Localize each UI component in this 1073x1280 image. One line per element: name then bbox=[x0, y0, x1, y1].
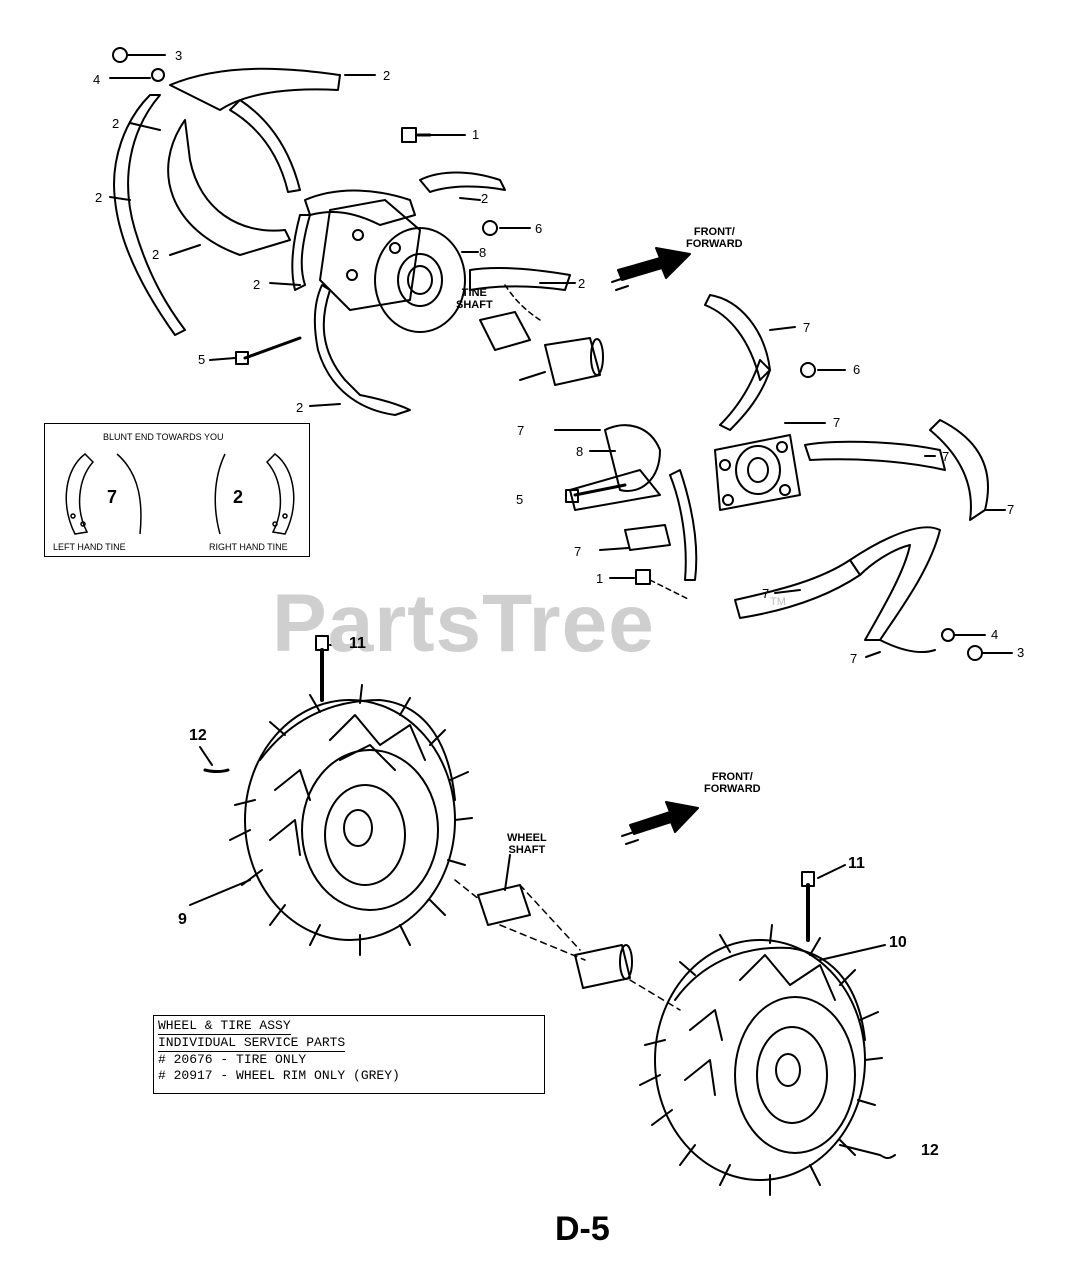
callout-7: 7 bbox=[833, 415, 841, 430]
legend-tine-shapes bbox=[65, 453, 295, 535]
legend-left-num: 7 bbox=[107, 487, 118, 507]
callout-4: 4 bbox=[991, 627, 999, 642]
callout-2: 2 bbox=[253, 277, 261, 292]
callout-7: 7 bbox=[574, 544, 582, 559]
callout-7: 7 bbox=[803, 320, 811, 335]
callout-7: 7 bbox=[850, 651, 858, 666]
callout-2: 2 bbox=[383, 68, 391, 83]
callout-3: 3 bbox=[1017, 645, 1025, 660]
callout-8: 8 bbox=[576, 444, 584, 459]
front-forward-label-bottom: FRONT/ FORWARD bbox=[704, 771, 761, 795]
right-tine-assembly bbox=[554, 294, 1013, 661]
callout-9: 9 bbox=[178, 911, 187, 928]
callout-12: 12 bbox=[921, 1142, 939, 1159]
legend-heading: BLUNT END TOWARDS YOU bbox=[103, 432, 224, 442]
page-code: D-5 bbox=[555, 1210, 610, 1248]
callout-7: 7 bbox=[517, 423, 525, 438]
callout-2: 2 bbox=[578, 276, 586, 291]
left-wheel-assembly bbox=[189, 635, 473, 956]
callout-7: 7 bbox=[942, 449, 950, 464]
callout-2: 2 bbox=[481, 191, 489, 206]
legend-left-caption: LEFT HAND TINE bbox=[53, 542, 126, 552]
callout-4: 4 bbox=[93, 72, 101, 87]
service-line-rim: # 20917 - WHEEL RIM ONLY (GREY) bbox=[158, 1068, 400, 1083]
callout-5: 5 bbox=[516, 492, 524, 507]
callout-7: 7 bbox=[762, 586, 770, 601]
callout-10: 10 bbox=[889, 934, 907, 951]
service-line-title: WHEEL & TIRE ASSY bbox=[158, 1018, 291, 1035]
right-wheel-assembly bbox=[639, 864, 896, 1196]
wheel-shaft bbox=[454, 854, 681, 1011]
service-line-tire: # 20676 - TIRE ONLY bbox=[158, 1052, 307, 1067]
callout-2: 2 bbox=[95, 190, 103, 205]
watermark-tm: TM bbox=[770, 596, 786, 608]
service-parts-box: WHEEL & TIRE ASSY INDIVIDUAL SERVICE PAR… bbox=[153, 1015, 545, 1094]
callout-6: 6 bbox=[535, 221, 543, 236]
forward-arrow-bottom bbox=[621, 801, 699, 845]
callout-5: 5 bbox=[198, 352, 206, 367]
callout-2: 2 bbox=[112, 116, 120, 131]
legend-right-num: 2 bbox=[233, 487, 244, 507]
callout-1: 1 bbox=[596, 571, 604, 586]
left-tine-assembly bbox=[109, 47, 604, 416]
tine-shaft-label: TINE SHAFT bbox=[456, 287, 493, 311]
callout-11: 11 bbox=[848, 855, 865, 872]
callout-6: 6 bbox=[853, 362, 861, 377]
callout-2: 2 bbox=[152, 247, 160, 262]
callout-11: 11 bbox=[349, 635, 366, 652]
watermark: PartsTree bbox=[272, 578, 655, 669]
callout-3: 3 bbox=[175, 48, 183, 63]
callout-8: 8 bbox=[479, 245, 487, 260]
tine-orientation-legend: BLUNT END TOWARDS YOU 7 2 LEFT HAND TINE… bbox=[44, 423, 310, 557]
service-line-subtitle: INDIVIDUAL SERVICE PARTS bbox=[158, 1035, 346, 1052]
callout-1: 1 bbox=[472, 127, 480, 142]
forward-arrow-top bbox=[611, 247, 691, 291]
legend-right-caption: RIGHT HAND TINE bbox=[209, 542, 288, 552]
callout-2: 2 bbox=[296, 400, 304, 415]
front-forward-label-top: FRONT/ FORWARD bbox=[686, 226, 743, 250]
callout-12: 12 bbox=[189, 727, 207, 744]
callout-7: 7 bbox=[1007, 502, 1015, 517]
wheel-shaft-label: WHEEL SHAFT bbox=[507, 832, 547, 856]
